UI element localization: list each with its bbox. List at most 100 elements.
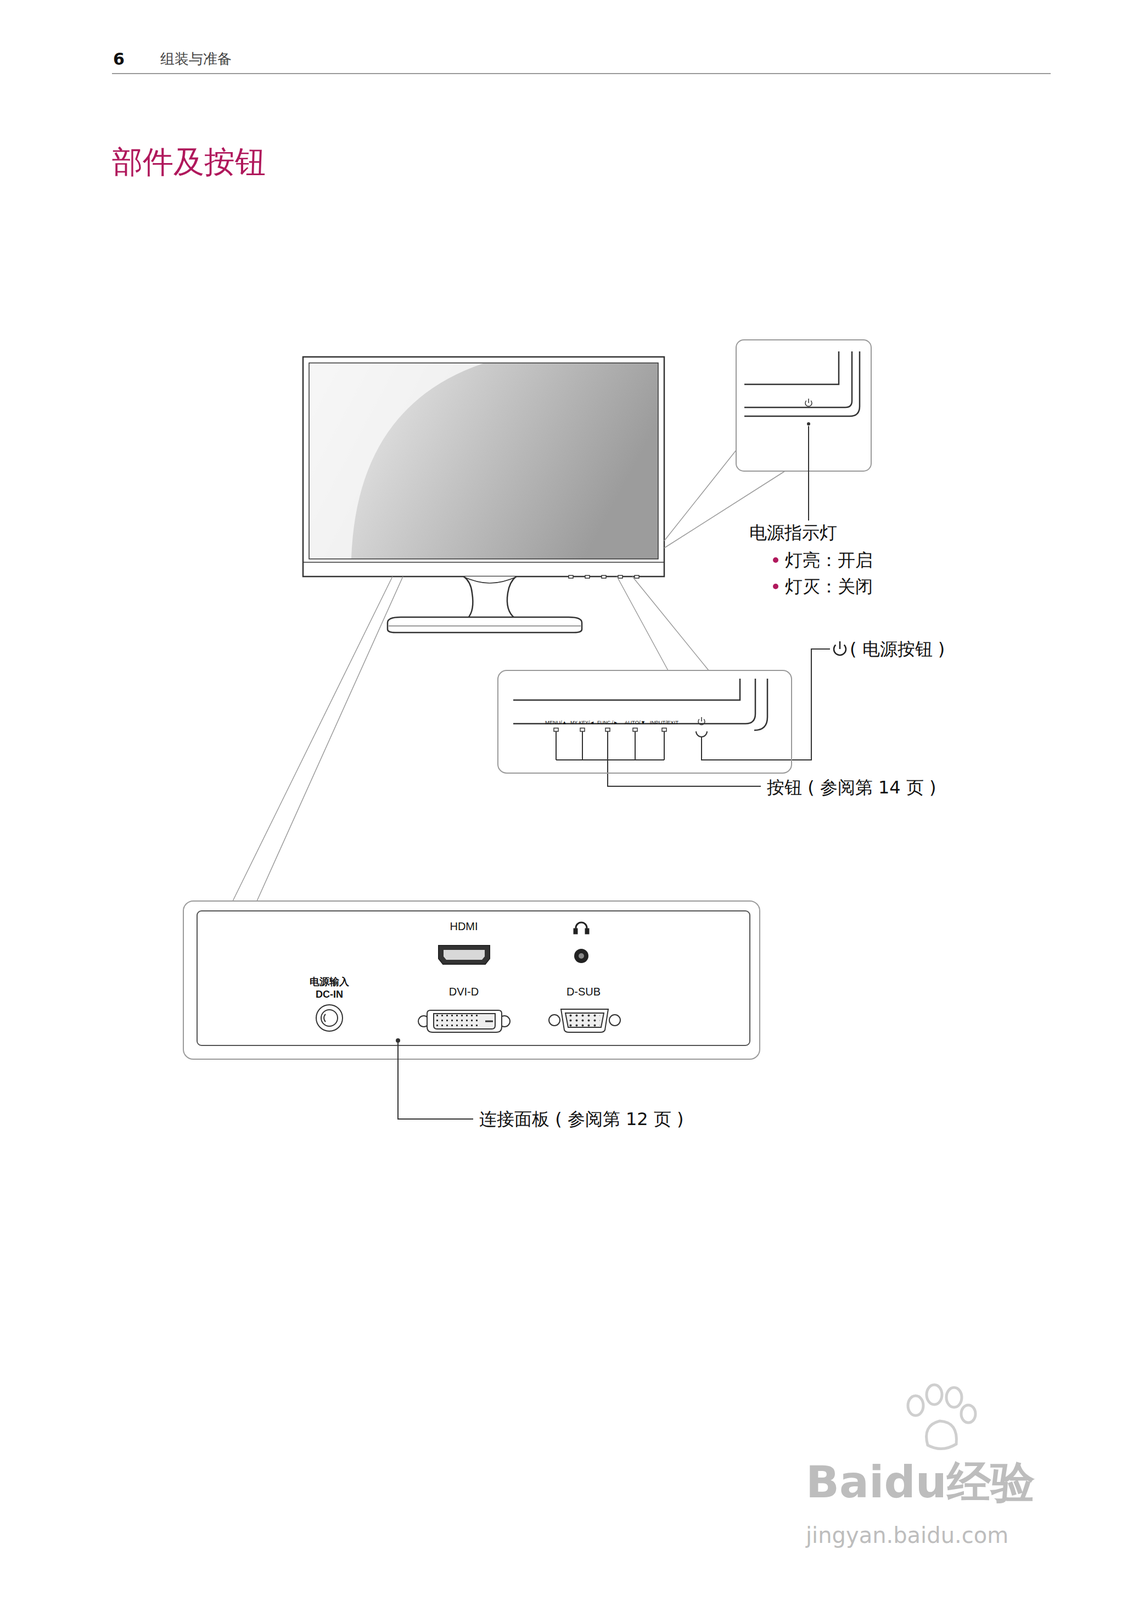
hdmi-port bbox=[443, 949, 485, 960]
watermark: Baidu经验 bbox=[805, 1455, 1035, 1509]
bullet bbox=[772, 583, 779, 590]
monitor-front bbox=[387, 617, 582, 633]
button-tick bbox=[580, 727, 585, 732]
indicator-inset bbox=[736, 339, 872, 471]
dc-in-jack bbox=[321, 1009, 338, 1026]
bullet bbox=[772, 557, 779, 590]
port-label: DC-IN bbox=[315, 988, 344, 1001]
port-label: D-SUB bbox=[566, 984, 601, 998]
zoom-line bbox=[664, 450, 737, 541]
port-label: HDMI bbox=[449, 919, 478, 933]
watermark-paw bbox=[926, 1420, 957, 1449]
button-tick bbox=[553, 727, 667, 732]
button-inset-outline bbox=[513, 678, 756, 724]
dc-in-jack bbox=[316, 1004, 343, 1031]
part-name: 电源指示灯 bbox=[749, 522, 838, 543]
power-button bbox=[696, 731, 708, 737]
indicator-inset bbox=[805, 398, 812, 407]
button-inset-outline bbox=[754, 678, 768, 731]
port-label: 电源输入 bbox=[309, 976, 350, 989]
section-header: 组装与准备 bbox=[160, 50, 232, 68]
d-sub-port bbox=[609, 1014, 621, 1026]
panel-border bbox=[497, 670, 792, 773]
dvi-d-port bbox=[435, 1014, 480, 1028]
zoom-line bbox=[617, 576, 709, 671]
monitor-front bbox=[388, 625, 581, 626]
dvi-d-port bbox=[418, 1010, 510, 1032]
d-sub-port bbox=[561, 1008, 609, 1032]
leader-line bbox=[397, 1040, 474, 1119]
button-label: FUNC./► bbox=[597, 719, 619, 726]
monitor-front bbox=[303, 356, 665, 577]
hdmi-port bbox=[438, 945, 490, 964]
d-sub-port bbox=[565, 1012, 604, 1028]
watermark-paw bbox=[926, 1384, 942, 1405]
watermark-paw bbox=[946, 1387, 962, 1407]
watermark: jingyan.baidu.com bbox=[805, 1521, 1009, 1548]
monitor-front bbox=[568, 575, 639, 579]
zoom-line bbox=[632, 576, 709, 671]
indicator-inset bbox=[744, 351, 860, 417]
headphone-symbol bbox=[574, 928, 577, 934]
panel-border bbox=[197, 910, 750, 1046]
bullet bbox=[772, 557, 779, 563]
button-tick bbox=[632, 727, 638, 732]
bracket-line bbox=[556, 648, 830, 787]
monitor-front bbox=[585, 575, 590, 579]
header-rule bbox=[111, 73, 1051, 75]
watermark-paw bbox=[907, 1384, 976, 1449]
monitor-front bbox=[568, 575, 574, 579]
zoom-line bbox=[617, 576, 669, 671]
dvi-d-port bbox=[485, 1020, 493, 1023]
monitor-front bbox=[309, 363, 484, 559]
button-panel: MENU/▲MY KEY/◄FUNC./► AUTO/▼INPUT/EXIT bbox=[497, 670, 792, 773]
button-label: AUTO/▼ bbox=[624, 719, 646, 726]
monitor-front bbox=[634, 575, 639, 579]
headphone-jack bbox=[574, 948, 589, 963]
dvi-d-port bbox=[433, 1013, 496, 1029]
indicator-inset bbox=[806, 422, 811, 426]
button-tick bbox=[662, 727, 667, 732]
headphone-symbol bbox=[585, 928, 589, 934]
button-label: MENU/▲ bbox=[545, 719, 568, 726]
button-label: MY KEY/◄ bbox=[570, 719, 595, 726]
dvi-d-port bbox=[427, 1010, 502, 1032]
bracket-line bbox=[701, 648, 830, 760]
headphone-jack bbox=[578, 952, 585, 959]
dc-in-jack bbox=[316, 1004, 343, 1031]
indicator-inset bbox=[744, 351, 860, 417]
zoom-line bbox=[232, 576, 403, 901]
button-inset-outline bbox=[513, 678, 740, 700]
dc-in-jack bbox=[323, 1013, 326, 1022]
monitor-front bbox=[303, 356, 665, 633]
leader-line bbox=[808, 425, 810, 521]
part-name: 连接面板 ( 参阅第 12 页 ) bbox=[479, 1108, 684, 1130]
indicator-inset bbox=[744, 351, 839, 385]
monitor-front bbox=[303, 561, 665, 563]
panel-border bbox=[497, 670, 792, 773]
button-tick bbox=[605, 727, 610, 732]
zoom-line bbox=[232, 576, 393, 901]
monitor-front bbox=[309, 362, 659, 559]
panel-border bbox=[183, 900, 760, 1059]
button-inset-outline bbox=[513, 678, 768, 731]
d-sub-port bbox=[569, 1013, 600, 1028]
zoom-line bbox=[256, 576, 403, 901]
d-sub-port bbox=[548, 1014, 560, 1026]
power-symbol bbox=[833, 641, 846, 655]
watermark-paw bbox=[907, 1395, 924, 1416]
button-label: INPUT/EXIT bbox=[649, 719, 679, 726]
connection-panel: HDMI 电源输入DC-IN DVI-D D-SUB bbox=[183, 900, 760, 1059]
indicator-inset bbox=[736, 339, 872, 471]
bracket-line bbox=[556, 731, 665, 760]
power-symbol bbox=[698, 716, 705, 725]
part-name: ( 电源按钮 ) bbox=[849, 638, 945, 660]
monitor-front bbox=[601, 575, 607, 579]
d-sub-port bbox=[548, 1008, 621, 1032]
monitor-front bbox=[618, 575, 623, 579]
button-tick bbox=[553, 727, 559, 732]
port-label: DVI-D bbox=[449, 984, 479, 998]
state-note: 灯灭：关闭 bbox=[784, 575, 873, 597]
headphone-jack bbox=[574, 948, 589, 963]
